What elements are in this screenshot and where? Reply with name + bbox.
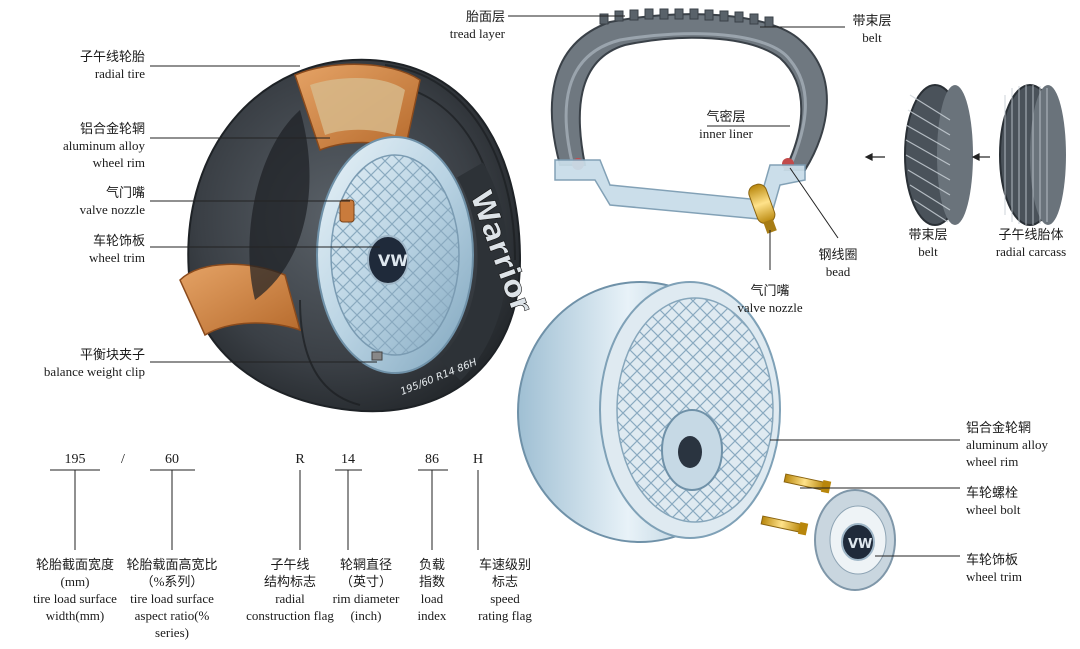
vw-logo-icon: VW [848, 537, 872, 552]
label-en: aluminum alloy [966, 437, 1048, 452]
label-aluminum-rim-left: 铝合金轮辋 aluminum alloy wheel rim [20, 120, 145, 171]
leader-lines [150, 15, 960, 557]
tire-code-radial: R [295, 452, 305, 467]
tire-code-diameter: 14 [341, 452, 355, 467]
desc-radial: 子午线 结构标志 radial construction flag [232, 556, 348, 624]
desc-line: 轮胎截面宽度 [35, 557, 114, 572]
label-wheel-bolt: 车轮螺栓 wheel bolt [966, 484, 1066, 518]
label-en: wheel bolt [966, 502, 1021, 517]
desc-line: 轮辋直径 [339, 557, 392, 572]
label-en: valve nozzle [737, 300, 803, 315]
desc-line: rating flag [478, 608, 532, 623]
label-balance-weight-clip: 平衡块夹子 balance weight clip [10, 346, 145, 380]
desc-line: 车速级别 [478, 557, 531, 572]
label-en: wheel trim [89, 250, 145, 265]
desc-line: load [420, 591, 444, 606]
label-en: inner liner [699, 126, 753, 141]
desc-diameter: 轮辋直径 （英寸） rim diameter (inch) [322, 556, 410, 624]
label-zh: 平衡块夹子 [79, 347, 145, 362]
tire-code-load: 86 [425, 452, 439, 467]
desc-line: 标志 [491, 574, 518, 589]
tire-code-ratio: 60 [165, 452, 179, 467]
label-en: balance weight clip [43, 364, 145, 379]
desc-line: series) [155, 625, 189, 640]
label-en: belt [862, 30, 882, 45]
tire-code-slash: / [121, 452, 125, 467]
desc-line: （英寸） [339, 574, 392, 589]
label-zh: 铝合金轮辋 [79, 121, 145, 136]
label-en: bead [825, 264, 851, 279]
exploded-wheel-rim [517, 281, 781, 543]
label-zh: 气门嘴 [750, 283, 790, 298]
label-en: radial carcass [995, 244, 1067, 259]
desc-line: radial [275, 591, 305, 606]
desc-line: tire load surface [130, 591, 214, 606]
desc-speed: 车速级别 标志 speed rating flag [466, 556, 544, 624]
label-belt-top: 带束层 belt [842, 12, 902, 46]
label-valve-nozzle-right: 气门嘴 valve nozzle [722, 282, 818, 316]
label-en: wheel rim [92, 155, 145, 170]
label-en: belt [918, 244, 938, 259]
label-wheel-trim-left: 车轮饰板 wheel trim [40, 232, 145, 266]
wheel-bolts [760, 473, 832, 536]
desc-width: 轮胎截面宽度 (mm) tire load surface width(mm) [5, 556, 145, 624]
desc-line: speed [490, 591, 520, 606]
tire-code-width: 195 [64, 452, 86, 467]
label-zh: 车轮螺栓 [966, 485, 1019, 500]
desc-load: 负载 指数 load index [408, 556, 456, 624]
desc-ratio: 轮胎载面高宽比 （%系列） tire load surface aspect r… [110, 556, 234, 641]
label-en: wheel trim [966, 569, 1022, 584]
label-en: valve nozzle [79, 202, 145, 217]
label-tread-layer: 胎面层 tread layer [420, 8, 505, 42]
desc-line: 轮胎载面高宽比 [126, 557, 218, 572]
label-en: tread layer [449, 26, 505, 41]
tire-cross-section [550, 8, 828, 234]
tire-code-speed: H [472, 452, 484, 467]
label-radial-tire: 子午线轮胎 radial tire [40, 48, 145, 82]
label-wheel-trim-right: 车轮饰板 wheel trim [966, 551, 1066, 585]
desc-line: 指数 [418, 574, 445, 589]
label-zh: 气密层 [706, 109, 746, 124]
label-radial-carcass: 子午线胎体 radial carcass [985, 226, 1077, 260]
label-bead: 钢线圈 bead [810, 246, 866, 280]
label-zh: 带束层 [908, 227, 948, 242]
label-en: radial tire [94, 66, 145, 81]
label-zh: 子午线轮胎 [79, 49, 145, 64]
desc-line: (inch) [350, 608, 382, 623]
label-en: aluminum alloy [63, 138, 145, 153]
arrow-icon [864, 153, 990, 161]
cutaway-tire: VW Warrior 195/60 R14 86H [179, 58, 539, 413]
label-zh: 胎面层 [465, 9, 505, 24]
desc-line: rim diameter [332, 591, 400, 606]
label-zh: 子午线胎体 [998, 227, 1064, 242]
label-aluminum-rim-right: 铝合金轮辋 aluminum alloy wheel rim [966, 419, 1076, 470]
desc-line: 负载 [418, 557, 445, 572]
desc-line: width(mm) [45, 608, 105, 623]
desc-line: （%系列） [140, 574, 204, 589]
desc-line: aspect ratio(% [134, 608, 210, 623]
desc-line: construction flag [246, 608, 334, 623]
label-en: wheel rim [966, 454, 1019, 469]
desc-line: index [417, 608, 447, 623]
label-zh: 铝合金轮辋 [966, 420, 1032, 435]
label-zh: 车轮饰板 [966, 552, 1019, 567]
label-zh: 车轮饰板 [92, 233, 145, 248]
label-valve-nozzle-left: 气门嘴 valve nozzle [40, 184, 145, 218]
tire-code-lines [50, 469, 479, 550]
desc-line: 子午线 [270, 557, 310, 572]
label-zh: 钢线圈 [818, 247, 858, 262]
label-zh: 气门嘴 [105, 185, 145, 200]
carcass-cylinder [999, 84, 1066, 226]
label-belt-right: 带束层 belt [898, 226, 958, 260]
wheel-trim-cap: VW [814, 489, 896, 591]
desc-line: (mm) [60, 574, 90, 589]
label-inner-liner: 气密层 inner liner [682, 108, 770, 142]
desc-line: 结构标志 [263, 574, 316, 589]
vw-logo-icon: VW [378, 251, 408, 270]
belt-cylinder [904, 84, 973, 226]
label-zh: 带束层 [852, 13, 892, 28]
desc-line: tire load surface [33, 591, 117, 606]
